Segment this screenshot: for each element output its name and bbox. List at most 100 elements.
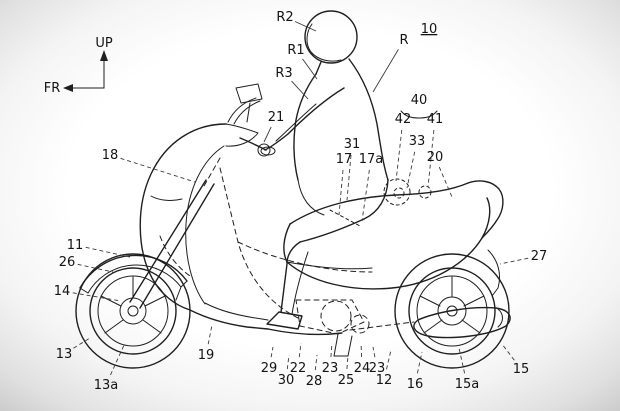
- front-fender: [79, 254, 188, 289]
- leader-line-27: [499, 257, 529, 265]
- ref-label-31: 31: [344, 137, 361, 152]
- ref-label-18: 18: [102, 148, 119, 163]
- ref-label-R: R: [399, 33, 408, 48]
- rear-cowl: [286, 197, 491, 290]
- tail: [467, 180, 504, 239]
- leader-line-20: [438, 166, 453, 198]
- helmet: [304, 10, 358, 64]
- seat: [289, 182, 469, 225]
- ref-label-19: 19: [198, 348, 215, 363]
- leader-line-18: [120, 157, 196, 183]
- ref-label-26: 26: [59, 255, 76, 270]
- ref-label-12: 12: [376, 373, 393, 388]
- rider-chest: [293, 73, 317, 181]
- leader-line-21: [263, 126, 272, 143]
- rider-arm: [264, 87, 345, 151]
- label-40-brace: [400, 110, 438, 119]
- front-wheel-spokes: [100, 276, 166, 334]
- muffler: [413, 306, 511, 339]
- leader-line-15: [501, 343, 515, 361]
- ref-label-24: 24: [354, 361, 371, 376]
- leader-line-33: [406, 151, 416, 189]
- leader-line-R3: [291, 80, 309, 100]
- ref-label-23: 23: [322, 361, 339, 376]
- leader-line-22: [298, 342, 302, 358]
- floorboard: [189, 309, 269, 330]
- leader-line-23: [330, 342, 333, 358]
- ref-label-16: 16: [407, 377, 424, 392]
- rear-fender: [487, 249, 501, 297]
- ref-label-11: 11: [67, 238, 84, 253]
- fuel-filler: [383, 178, 411, 206]
- ref-label-17: 17: [336, 152, 353, 167]
- ref-label-13: 13: [56, 347, 73, 362]
- ref-label-R2: R2: [276, 10, 293, 25]
- ref-label-R3: R3: [275, 66, 292, 81]
- rider-back: [348, 58, 389, 181]
- leader-line-31: [346, 154, 352, 201]
- leader-line-26: [77, 263, 114, 273]
- rider-hip: [363, 179, 389, 220]
- up-arrowhead: [100, 50, 108, 61]
- ref-label-42: 42: [395, 112, 412, 127]
- leader-line-R2: [294, 21, 317, 32]
- ref-label-33: 33: [409, 134, 426, 149]
- main-frame: [237, 241, 373, 273]
- ref-label-40: 40: [411, 93, 428, 108]
- leader-line-29: [270, 346, 274, 358]
- leader-line-R1: [302, 58, 318, 80]
- ref-label-R1: R1: [287, 43, 304, 58]
- ref-label-13a: 13a: [94, 378, 119, 393]
- leader-line-14: [72, 292, 122, 302]
- ref-label-25: 25: [338, 373, 355, 388]
- visor: [306, 23, 313, 53]
- leader-line-16: [416, 351, 423, 374]
- front-fork: [129, 179, 215, 309]
- rider: [257, 10, 389, 330]
- frame-downtube: [219, 167, 299, 319]
- ref-label-17a: 17a: [359, 152, 384, 167]
- rear-wheel-spokes: [419, 276, 485, 334]
- leader-line-12: [386, 349, 392, 370]
- ref-label-15: 15: [513, 362, 530, 377]
- engine-assembly: [219, 167, 432, 357]
- ref-label-28: 28: [306, 374, 323, 389]
- leader-line-28: [314, 354, 318, 371]
- ref-label-22: 22: [290, 361, 307, 376]
- ref-label-15a: 15a: [455, 377, 480, 392]
- up-label: UP: [95, 36, 113, 51]
- ref-label-29: 29: [261, 361, 278, 376]
- leader-line-19: [207, 324, 213, 345]
- rider-foot: [266, 311, 303, 330]
- front-fairing: [139, 123, 227, 311]
- ref-label-10: 10: [421, 22, 438, 37]
- fr-arrowhead: [63, 84, 73, 92]
- leader-line-17a: [361, 169, 370, 222]
- mirror: [235, 83, 263, 123]
- center-stand: [333, 333, 353, 357]
- ref-label-30: 30: [278, 373, 295, 388]
- leader-line-R: [372, 49, 399, 93]
- ref-label-41: 41: [427, 112, 444, 127]
- ref-label-21: 21: [268, 110, 285, 125]
- rider-thigh: [299, 218, 365, 243]
- handlebar: [239, 137, 267, 151]
- leader-line-11: [85, 246, 131, 258]
- orientation-arrows: UP FR: [44, 36, 113, 96]
- leader-line-15a: [458, 347, 466, 374]
- ref-label-27: 27: [531, 249, 548, 264]
- leader-line-23: [372, 346, 376, 358]
- leader-line-25: [346, 354, 349, 370]
- front-wheel: [75, 253, 191, 369]
- ref-label-20: 20: [427, 150, 444, 165]
- windscreen: [227, 97, 261, 125]
- leader-line-17: [338, 169, 344, 216]
- leader-line-13a: [110, 342, 126, 376]
- fr-label: FR: [44, 81, 61, 96]
- leader-line-41: [427, 129, 435, 188]
- bodywork: [79, 83, 511, 339]
- ref-label-23: 23: [369, 361, 386, 376]
